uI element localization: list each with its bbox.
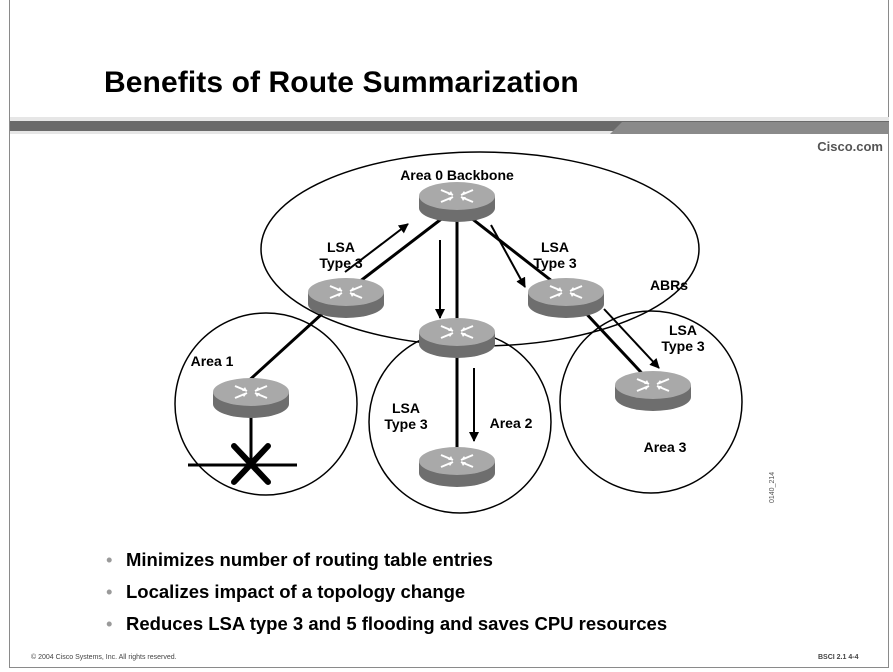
bullet-text: Localizes impact of a topology change (126, 581, 466, 602)
bullet-dot-icon: • (106, 549, 113, 570)
slide-title: Benefits of Route Summarization (104, 66, 579, 99)
lsa-label-4-line2: Type 3 (384, 416, 428, 432)
area0-label: Area 0 Backbone (400, 167, 514, 183)
lsa-label-1-line1: LSA (327, 239, 355, 255)
bullet-list: • Minimizes number of routing table entri… (106, 548, 667, 644)
router-icon-backbone (418, 181, 496, 223)
slide-border (9, 0, 889, 668)
brand-label: Cisco.com (817, 139, 883, 154)
area1-label: Area 1 (191, 353, 234, 369)
router-icon-area2 (418, 446, 496, 488)
footer-course: BSCI 2.1 4-4 (818, 654, 859, 661)
lsa-arrow-abr-to-area3 (603, 308, 660, 369)
lsa-label-2-line1: LSA (541, 239, 569, 255)
router-icon-abr-area2 (418, 317, 496, 359)
footer-copyright: © 2004 Cisco Systems, Inc. All rights re… (31, 654, 177, 661)
bullet-dot-icon: • (106, 613, 113, 634)
bullet-text: Reduces LSA type 3 and 5 flooding and sa… (126, 613, 668, 634)
router-icon-area1 (212, 377, 290, 419)
router-icon-abr-area3 (527, 277, 605, 319)
lsa-label-3-line2: Type 3 (661, 338, 705, 354)
bullet-item: • Localizes impact of a topology change (106, 580, 667, 612)
area3-circle (559, 310, 743, 494)
figure-id: 0140_214 (769, 472, 776, 503)
lsa-label-1-line2: Type 3 (319, 255, 363, 271)
area2-label: Area 2 (490, 415, 533, 431)
lsa-label-3-line1: LSA (669, 322, 697, 338)
link-failure-x-icon (231, 443, 271, 485)
lsa-label-2-line2: Type 3 (533, 255, 577, 271)
lsa-arrow-backbone-to-abr (490, 224, 526, 288)
lsa-label-4-line1: LSA (392, 400, 420, 416)
lsa-arrow-area1-to-backbone (344, 223, 409, 273)
bullet-dot-icon: • (106, 581, 113, 602)
header-bar (10, 117, 889, 134)
bullet-item: • Minimizes number of routing table entri… (106, 548, 667, 580)
router-icon-area3 (614, 370, 692, 412)
abr-label: ABRs (650, 277, 688, 293)
bullet-text: Minimizes number of routing table entrie… (126, 549, 493, 570)
area3-label: Area 3 (644, 439, 687, 455)
router-icon-abr-area1 (307, 277, 385, 319)
bullet-item: • Reduces LSA type 3 and 5 flooding and s… (106, 612, 667, 644)
area1-circle (174, 312, 358, 496)
